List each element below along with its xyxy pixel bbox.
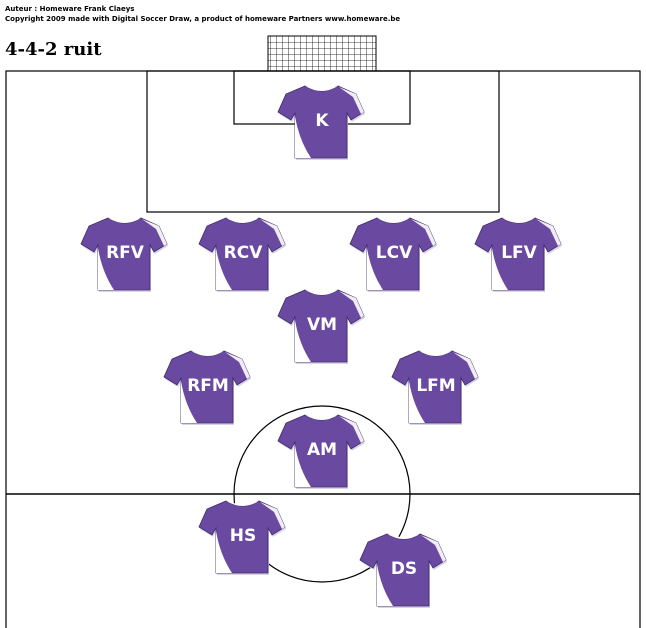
- shirt-icon: [277, 289, 365, 364]
- formation-title: 4-4-2 ruit: [5, 39, 102, 60]
- position-code: LFM: [416, 376, 456, 396]
- right-back-shirt[interactable]: RFV: [80, 214, 170, 294]
- shirt-icon: [474, 217, 562, 292]
- shirt-icon: [198, 500, 286, 575]
- shadow-striker-shirt[interactable]: HS: [198, 497, 288, 577]
- position-code: K: [315, 111, 329, 131]
- position-code: AM: [306, 440, 338, 460]
- attacking-midfielder-shirt[interactable]: AM: [277, 411, 367, 491]
- striker-shirt[interactable]: DS: [359, 530, 449, 610]
- defensive-midfielder-shirt[interactable]: VM: [277, 286, 367, 366]
- shirt-icon: [391, 350, 479, 425]
- goalkeeper-shirt[interactable]: K: [277, 82, 367, 162]
- position-code: HS: [229, 526, 257, 546]
- shirt-icon: [359, 533, 447, 608]
- position-code: RCV: [223, 243, 263, 263]
- left-centre-back-shirt[interactable]: LCV: [349, 214, 439, 294]
- position-code: RFM: [187, 376, 229, 396]
- position-code: DS: [390, 559, 418, 579]
- shirt-icon: [80, 217, 168, 292]
- shirt-icon: [163, 350, 251, 425]
- shirt-icon: [349, 217, 437, 292]
- position-code: RFV: [106, 243, 144, 263]
- position-code: LFV: [501, 243, 537, 263]
- shirt-icon: [277, 414, 365, 489]
- shirt-icon: [198, 217, 286, 292]
- left-back-shirt[interactable]: LFV: [474, 214, 564, 294]
- left-midfielder-shirt[interactable]: LFM: [391, 347, 481, 427]
- position-code: VM: [306, 315, 338, 335]
- position-code: LCV: [375, 243, 413, 263]
- author-line: Auteur : Homeware Frank Claeys: [5, 5, 135, 13]
- goal-net: [267, 35, 377, 72]
- right-midfielder-shirt[interactable]: RFM: [163, 347, 253, 427]
- right-centre-back-shirt[interactable]: RCV: [198, 214, 288, 294]
- shirt-icon: [277, 85, 365, 160]
- copyright-line: Copyright 2009 made with Digital Soccer …: [5, 15, 401, 23]
